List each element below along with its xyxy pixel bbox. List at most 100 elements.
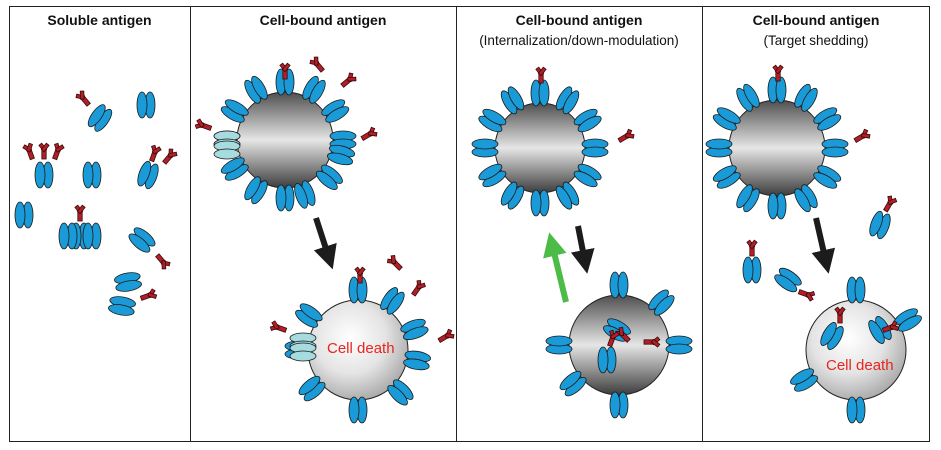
surface-antigen — [500, 86, 525, 115]
shed-complex-antibody — [797, 289, 816, 302]
surface-antigen — [573, 108, 602, 133]
soluble-antigen — [87, 104, 113, 132]
soluble-antigen — [137, 160, 159, 190]
bound-antibody — [75, 90, 91, 107]
bound-antibody — [139, 288, 158, 301]
panel-divider-2 — [456, 6, 457, 442]
free-antibody — [617, 128, 635, 143]
internalized-antibody — [607, 329, 620, 348]
surface-antigen — [530, 79, 550, 107]
surface-antigen — [820, 322, 844, 350]
shed-antigen — [774, 267, 802, 293]
surface-antigen — [813, 107, 842, 131]
target-cell — [568, 294, 670, 396]
cell-death-label-1: Cell death — [327, 340, 395, 357]
surface-antigen — [712, 107, 741, 131]
cell-death-label-2: Cell death — [826, 357, 894, 374]
surface-antigen — [790, 368, 818, 392]
soluble-antigen — [136, 91, 156, 119]
surface-antigen — [326, 144, 356, 166]
bound-antibody — [279, 62, 291, 80]
target-cell — [728, 99, 826, 197]
shed-antigen — [289, 342, 317, 362]
soluble-antigen — [108, 296, 136, 316]
surface-antigen — [220, 157, 249, 181]
bound-antibody — [149, 144, 162, 163]
free-antibody — [194, 118, 213, 131]
shed-antigen — [869, 210, 891, 240]
shed-complex-antibody — [883, 195, 898, 213]
surface-antigen — [581, 138, 609, 158]
surface-antigen — [705, 138, 733, 158]
surface-antigen — [736, 83, 760, 112]
soluble-antigen — [58, 222, 78, 250]
dying-cell — [805, 299, 907, 401]
free-antibody — [853, 128, 871, 143]
surface-antigen — [478, 163, 507, 188]
bound-antibody — [437, 328, 455, 343]
target-cell — [236, 91, 334, 189]
surface-antigen — [846, 276, 866, 304]
panel-title-shedding: Cell-bound antigen — [752, 12, 880, 28]
bound-antibody — [155, 253, 171, 270]
surface-antigen — [559, 370, 587, 397]
surface-antigen — [295, 303, 323, 328]
surface-antigen — [244, 75, 268, 104]
recycle-arrow-panel3 — [543, 232, 569, 303]
panel-title-internalization: Cell-bound antigen — [515, 12, 643, 28]
bound-antibody — [881, 320, 900, 333]
surface-antigen — [530, 189, 550, 217]
surface-antigen — [220, 99, 249, 123]
bound-antibody — [354, 266, 366, 284]
free-antibody — [269, 320, 288, 333]
surface-antigen — [767, 76, 787, 104]
transition-arrow-panel4 — [811, 217, 836, 274]
surface-antigen — [315, 164, 343, 190]
soluble-antigen — [14, 201, 34, 229]
internalized-antigen — [597, 346, 617, 374]
bound-antibody — [360, 126, 378, 141]
surface-antigen — [380, 287, 405, 315]
panel-subtitle-shedding: (Target shedding) — [763, 33, 869, 48]
surface-antigen — [321, 99, 350, 123]
surface-antigen — [348, 276, 368, 304]
surface-antigen — [387, 379, 414, 406]
figure-frame — [9, 6, 930, 442]
surface-antigen — [794, 83, 818, 112]
surface-antigen — [275, 184, 295, 212]
shed-antigen — [213, 140, 241, 160]
surface-antigen — [244, 176, 268, 205]
free-antibody — [387, 255, 403, 271]
surface-antigen — [665, 335, 693, 355]
surface-antigen — [348, 396, 368, 424]
surface-antigen — [794, 184, 818, 213]
target-cell — [494, 102, 586, 194]
bound-antibody — [535, 66, 547, 84]
transition-arrow-panel2 — [313, 217, 337, 270]
surface-antigen — [500, 181, 525, 210]
surface-antigen — [478, 108, 507, 133]
panel-subtitle-internalization: (Internalization/down-modulation) — [479, 33, 679, 48]
free-antibody — [411, 280, 426, 297]
soluble-antigen — [114, 272, 142, 292]
bound-antibody — [38, 142, 50, 160]
transition-arrow-panel3 — [570, 225, 595, 274]
surface-antigen — [736, 184, 760, 213]
surface-antigen — [400, 318, 429, 341]
surface-antigen — [555, 181, 580, 210]
shed-complex-antibody — [746, 239, 758, 257]
surface-antigen — [471, 138, 499, 158]
surface-antigen — [298, 375, 326, 402]
surface-antigen — [609, 271, 629, 299]
surface-antigen — [609, 391, 629, 419]
shed-antigen — [742, 256, 762, 284]
soluble-antigen — [34, 161, 54, 189]
panel-divider-3 — [702, 6, 703, 442]
internalized-antibody — [643, 336, 661, 348]
free-antibody — [309, 56, 325, 73]
bound-antibody — [74, 204, 86, 222]
bound-antibody — [834, 306, 846, 324]
bound-antibody — [52, 142, 65, 161]
